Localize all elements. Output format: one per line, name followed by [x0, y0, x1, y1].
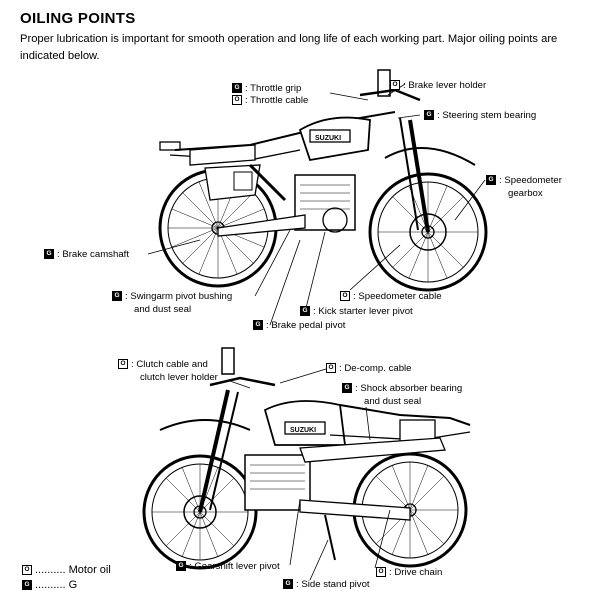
- label-decomp-cable: O: De-comp. cable: [326, 362, 412, 375]
- bottom-motorcycle-drawing: [142, 347, 471, 570]
- label-throttle-cable: O: Throttle cable: [232, 94, 308, 107]
- label-brake-camshaft: G: Brake camshaft: [44, 248, 129, 261]
- grease-mark-icon: G: [176, 561, 186, 572]
- label-drive-chain: O: Drive chain: [376, 566, 442, 579]
- top-motorcycle-drawing: [158, 69, 488, 292]
- label-brake-lever-holder: O: Brake lever holder: [390, 79, 486, 92]
- oil-mark-icon: O: [326, 363, 336, 374]
- grease-mark-icon: G: [486, 175, 496, 186]
- grease-mark-icon: G: [22, 580, 32, 591]
- legend-grease: G.......... G: [22, 579, 77, 591]
- top-leader-lines: [147, 83, 486, 326]
- oil-mark-icon: O: [340, 291, 350, 302]
- oil-mark-icon: O: [232, 95, 242, 106]
- label-gearshift-lever: G: Gearshift lever pivot: [176, 560, 280, 573]
- label-steering-stem-bearing: G: Steering stem bearing: [424, 109, 536, 122]
- grease-mark-icon: G: [300, 306, 310, 317]
- oil-mark-icon: O: [22, 565, 32, 576]
- grease-mark-icon: G: [424, 110, 434, 121]
- intro-paragraph: Proper lubrication is important for smoo…: [20, 33, 558, 62]
- tank-brand-top: SUZUKI: [315, 135, 341, 142]
- grease-mark-icon: G: [283, 579, 293, 590]
- grease-mark-icon: G: [112, 291, 122, 302]
- bottom-leader-lines: [229, 368, 391, 581]
- oil-mark-icon: O: [118, 359, 128, 370]
- label-kick-starter: G: Kick starter lever pivot: [300, 305, 413, 318]
- page-title: OILING POINTS: [20, 10, 136, 27]
- tank-brand-bottom: SUZUKI: [290, 427, 316, 434]
- grease-mark-icon: G: [232, 83, 242, 94]
- label-brake-pedal-pivot: G: Brake pedal pivot: [253, 319, 345, 332]
- label-speedometer-cable: O: Speedometer cable: [340, 290, 442, 303]
- label-throttle-grip: G: Throttle grip: [232, 82, 301, 95]
- legend-motor-oil: O.......... Motor oil: [22, 564, 111, 576]
- grease-mark-icon: G: [253, 320, 263, 331]
- grease-mark-icon: G: [342, 383, 352, 394]
- oil-mark-icon: O: [376, 567, 386, 578]
- grease-mark-icon: G: [44, 249, 54, 260]
- oil-mark-icon: O: [390, 80, 400, 91]
